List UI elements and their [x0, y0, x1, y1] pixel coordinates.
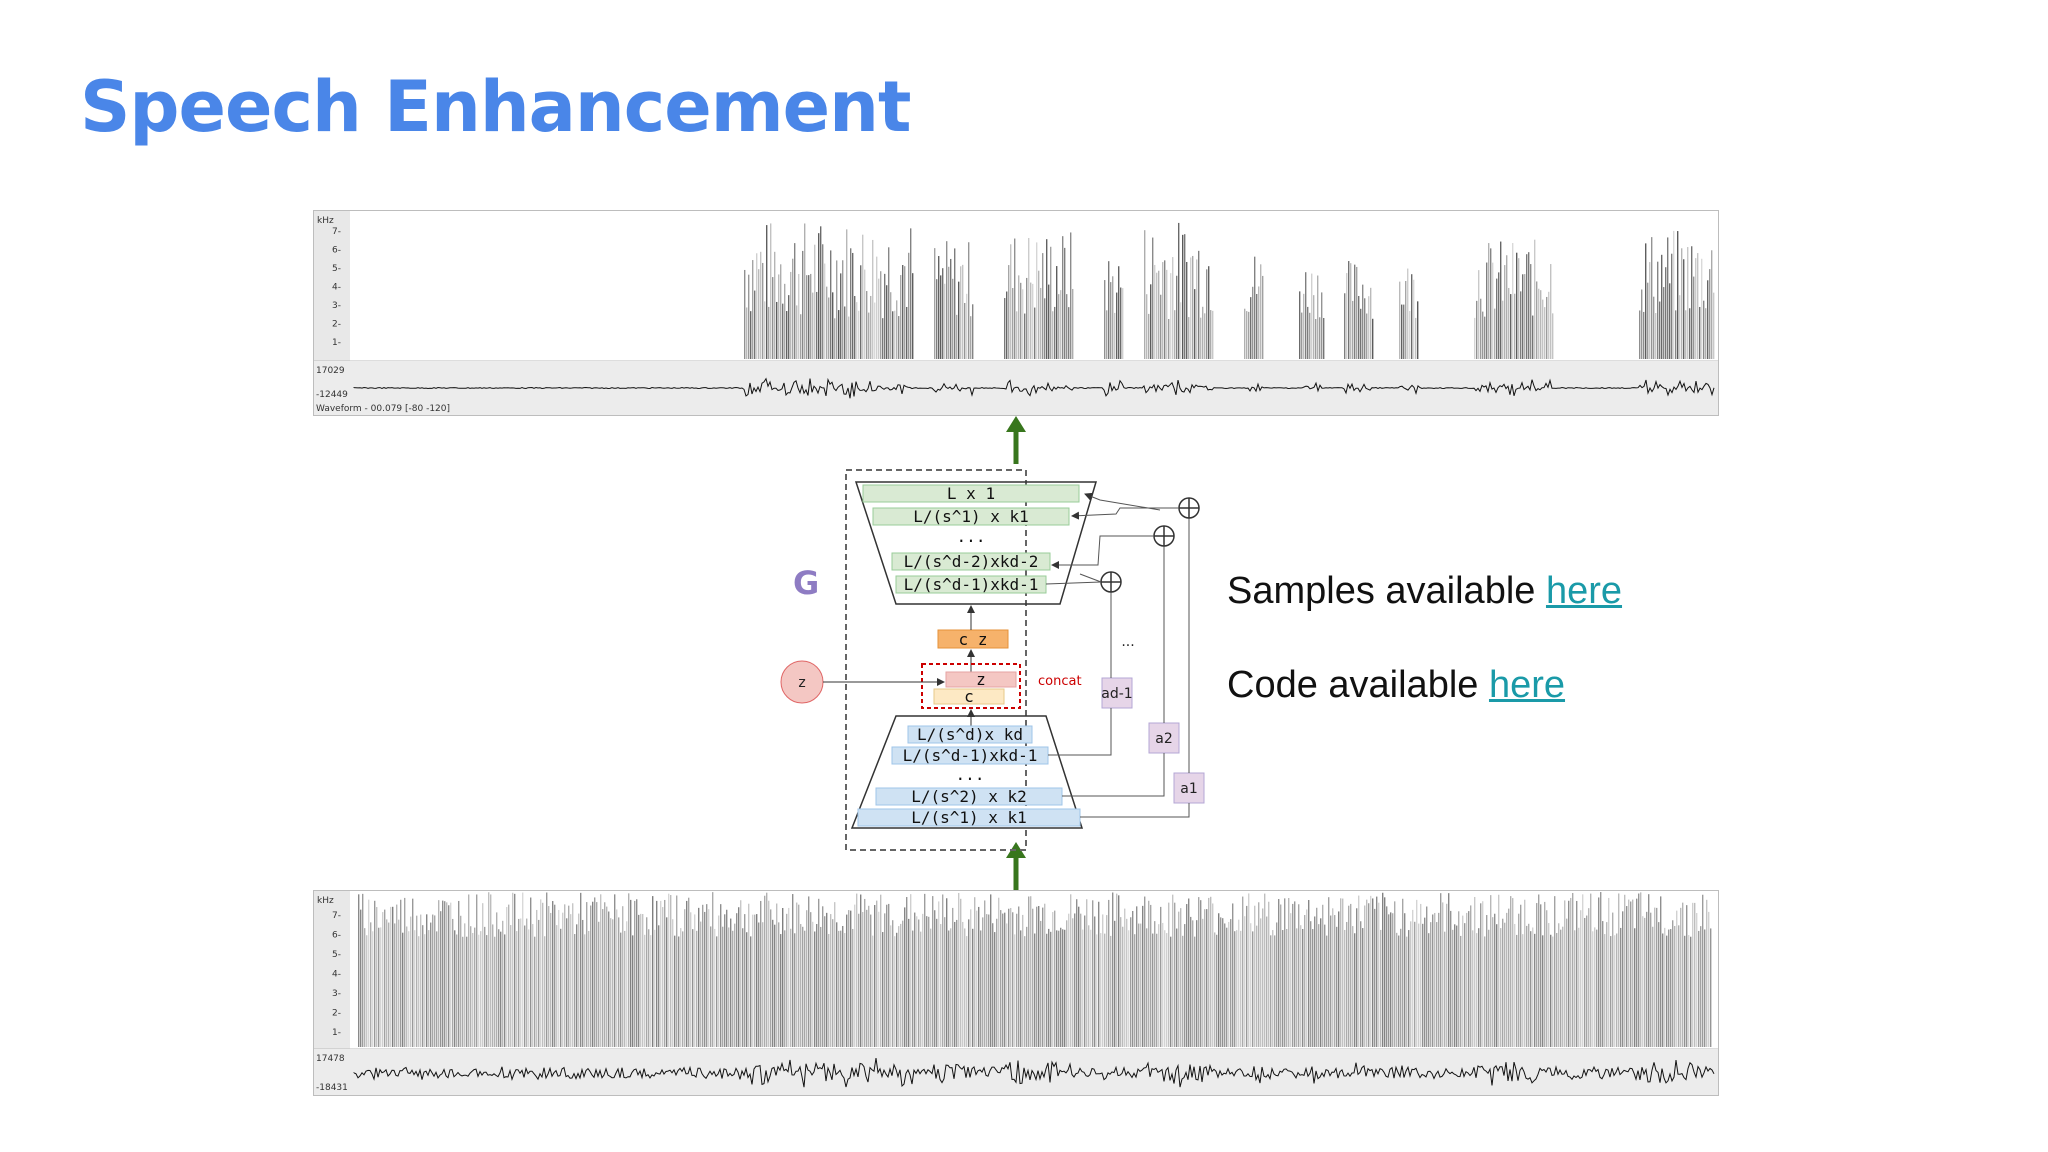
decoder-trapezoid — [854, 481, 1098, 605]
slide-title: Speech Enhancement — [80, 66, 911, 148]
generator-box — [845, 469, 1027, 851]
svg-text:L/(s^d-2)xkd-2: L/(s^d-2)xkd-2 — [904, 552, 1039, 571]
freq-tick: 3- — [332, 301, 341, 311]
freq-tick: 7- — [332, 227, 341, 237]
cz-block — [937, 629, 1009, 649]
svg-text:L/(s^2) x k2: L/(s^2) x k2 — [911, 787, 1027, 806]
bottom-wave-min: -18431 — [316, 1083, 348, 1093]
top-waveform — [353, 377, 1715, 399]
top-wave-min: -12449 — [316, 390, 348, 400]
top-spectrogram — [744, 222, 1715, 359]
svg-text:L/(s^1) x k1: L/(s^1) x k1 — [911, 808, 1027, 827]
freq-tick: 4- — [332, 970, 341, 980]
z-block — [945, 671, 1017, 688]
enhanced-spectrogram-panel: kHz 7- 6- 5- 4- 3- 2- 1- 17029 -12449 Waveform… — [313, 210, 1719, 416]
svg-text:L/(s^1) x k1: L/(s^1) x k1 — [913, 507, 1029, 526]
samples-link[interactable]: here — [1545, 570, 1623, 612]
freq-tick: 6- — [332, 246, 341, 256]
bottom-spectrogram — [358, 892, 1712, 1047]
freq-tick: 3- — [332, 989, 341, 999]
skip-a1 — [1173, 772, 1205, 804]
bottom-axis-unit: kHz — [317, 896, 334, 906]
sum-node-2 — [1153, 525, 1175, 547]
freq-tick: 5- — [332, 264, 341, 274]
encoder-trapezoid — [850, 715, 1084, 829]
concat-box — [921, 663, 1021, 709]
sum-node-3 — [1178, 497, 1200, 519]
segan-diagram: G L x 1 L/(s^1) x k1 ... L/(s^d-2)xkd-2 … — [780, 416, 1205, 890]
freq-tick: 6- — [332, 931, 341, 941]
decoder-layer-2 — [872, 507, 1070, 526]
top-axis-unit: kHz — [317, 216, 334, 226]
freq-tick: 1- — [332, 338, 341, 348]
svg-text:L/(s^d-1)xkd-1: L/(s^d-1)xkd-1 — [903, 746, 1038, 765]
top-wave-max: 17029 — [316, 366, 345, 376]
svg-text:a1: a1 — [1180, 781, 1198, 797]
svg-text:a2: a2 — [1155, 731, 1173, 747]
freq-tick: 1- — [332, 1028, 341, 1038]
noisy-spectrogram-panel: kHz 7- 6- 5- 4- 3- 2- 1- 17478 -18431 — [313, 890, 1719, 1096]
freq-tick: 5- — [332, 950, 341, 960]
sum-node-1 — [1100, 571, 1122, 593]
svg-text:ad-1: ad-1 — [1101, 686, 1132, 702]
svg-text:c z: c z — [959, 630, 988, 649]
code-text: Code available — [1227, 664, 1489, 706]
code-link[interactable]: here — [1488, 664, 1566, 706]
top-wave-caption: Waveform - 00.079 [-80 -120] — [316, 404, 450, 414]
svg-text:c: c — [964, 687, 974, 706]
skip-dots: ... — [1121, 634, 1134, 650]
svg-text:L/(s^d)x kd: L/(s^d)x kd — [917, 725, 1023, 744]
g-label: G — [793, 564, 819, 602]
concat-label: concat — [1038, 674, 1082, 689]
freq-tick: 7- — [332, 911, 341, 921]
decoder-layer-1 — [862, 484, 1080, 503]
decoder-layer-3 — [891, 552, 1051, 571]
freq-tick: 2- — [332, 1009, 341, 1019]
encoder-layer-1 — [907, 725, 1033, 744]
c-block — [933, 688, 1005, 705]
skip-ad-1 — [1101, 677, 1133, 709]
samples-text: Samples available — [1227, 570, 1546, 612]
samples-line: Samples available here — [1227, 570, 1622, 613]
decoder-layer-4 — [895, 575, 1047, 594]
encoder-dots: ... — [956, 765, 985, 784]
freq-tick: 2- — [332, 320, 341, 330]
svg-text:L/(s^d-1)xkd-1: L/(s^d-1)xkd-1 — [904, 575, 1039, 594]
svg-text:L x 1: L x 1 — [947, 484, 995, 503]
svg-text:z: z — [798, 675, 805, 691]
decoder-dots: ... — [957, 527, 986, 546]
svg-text:z: z — [976, 670, 986, 689]
code-line: Code available here — [1227, 664, 1565, 707]
freq-tick: 4- — [332, 283, 341, 293]
bottom-wave-max: 17478 — [316, 1054, 345, 1064]
bottom-waveform — [353, 1058, 1715, 1088]
